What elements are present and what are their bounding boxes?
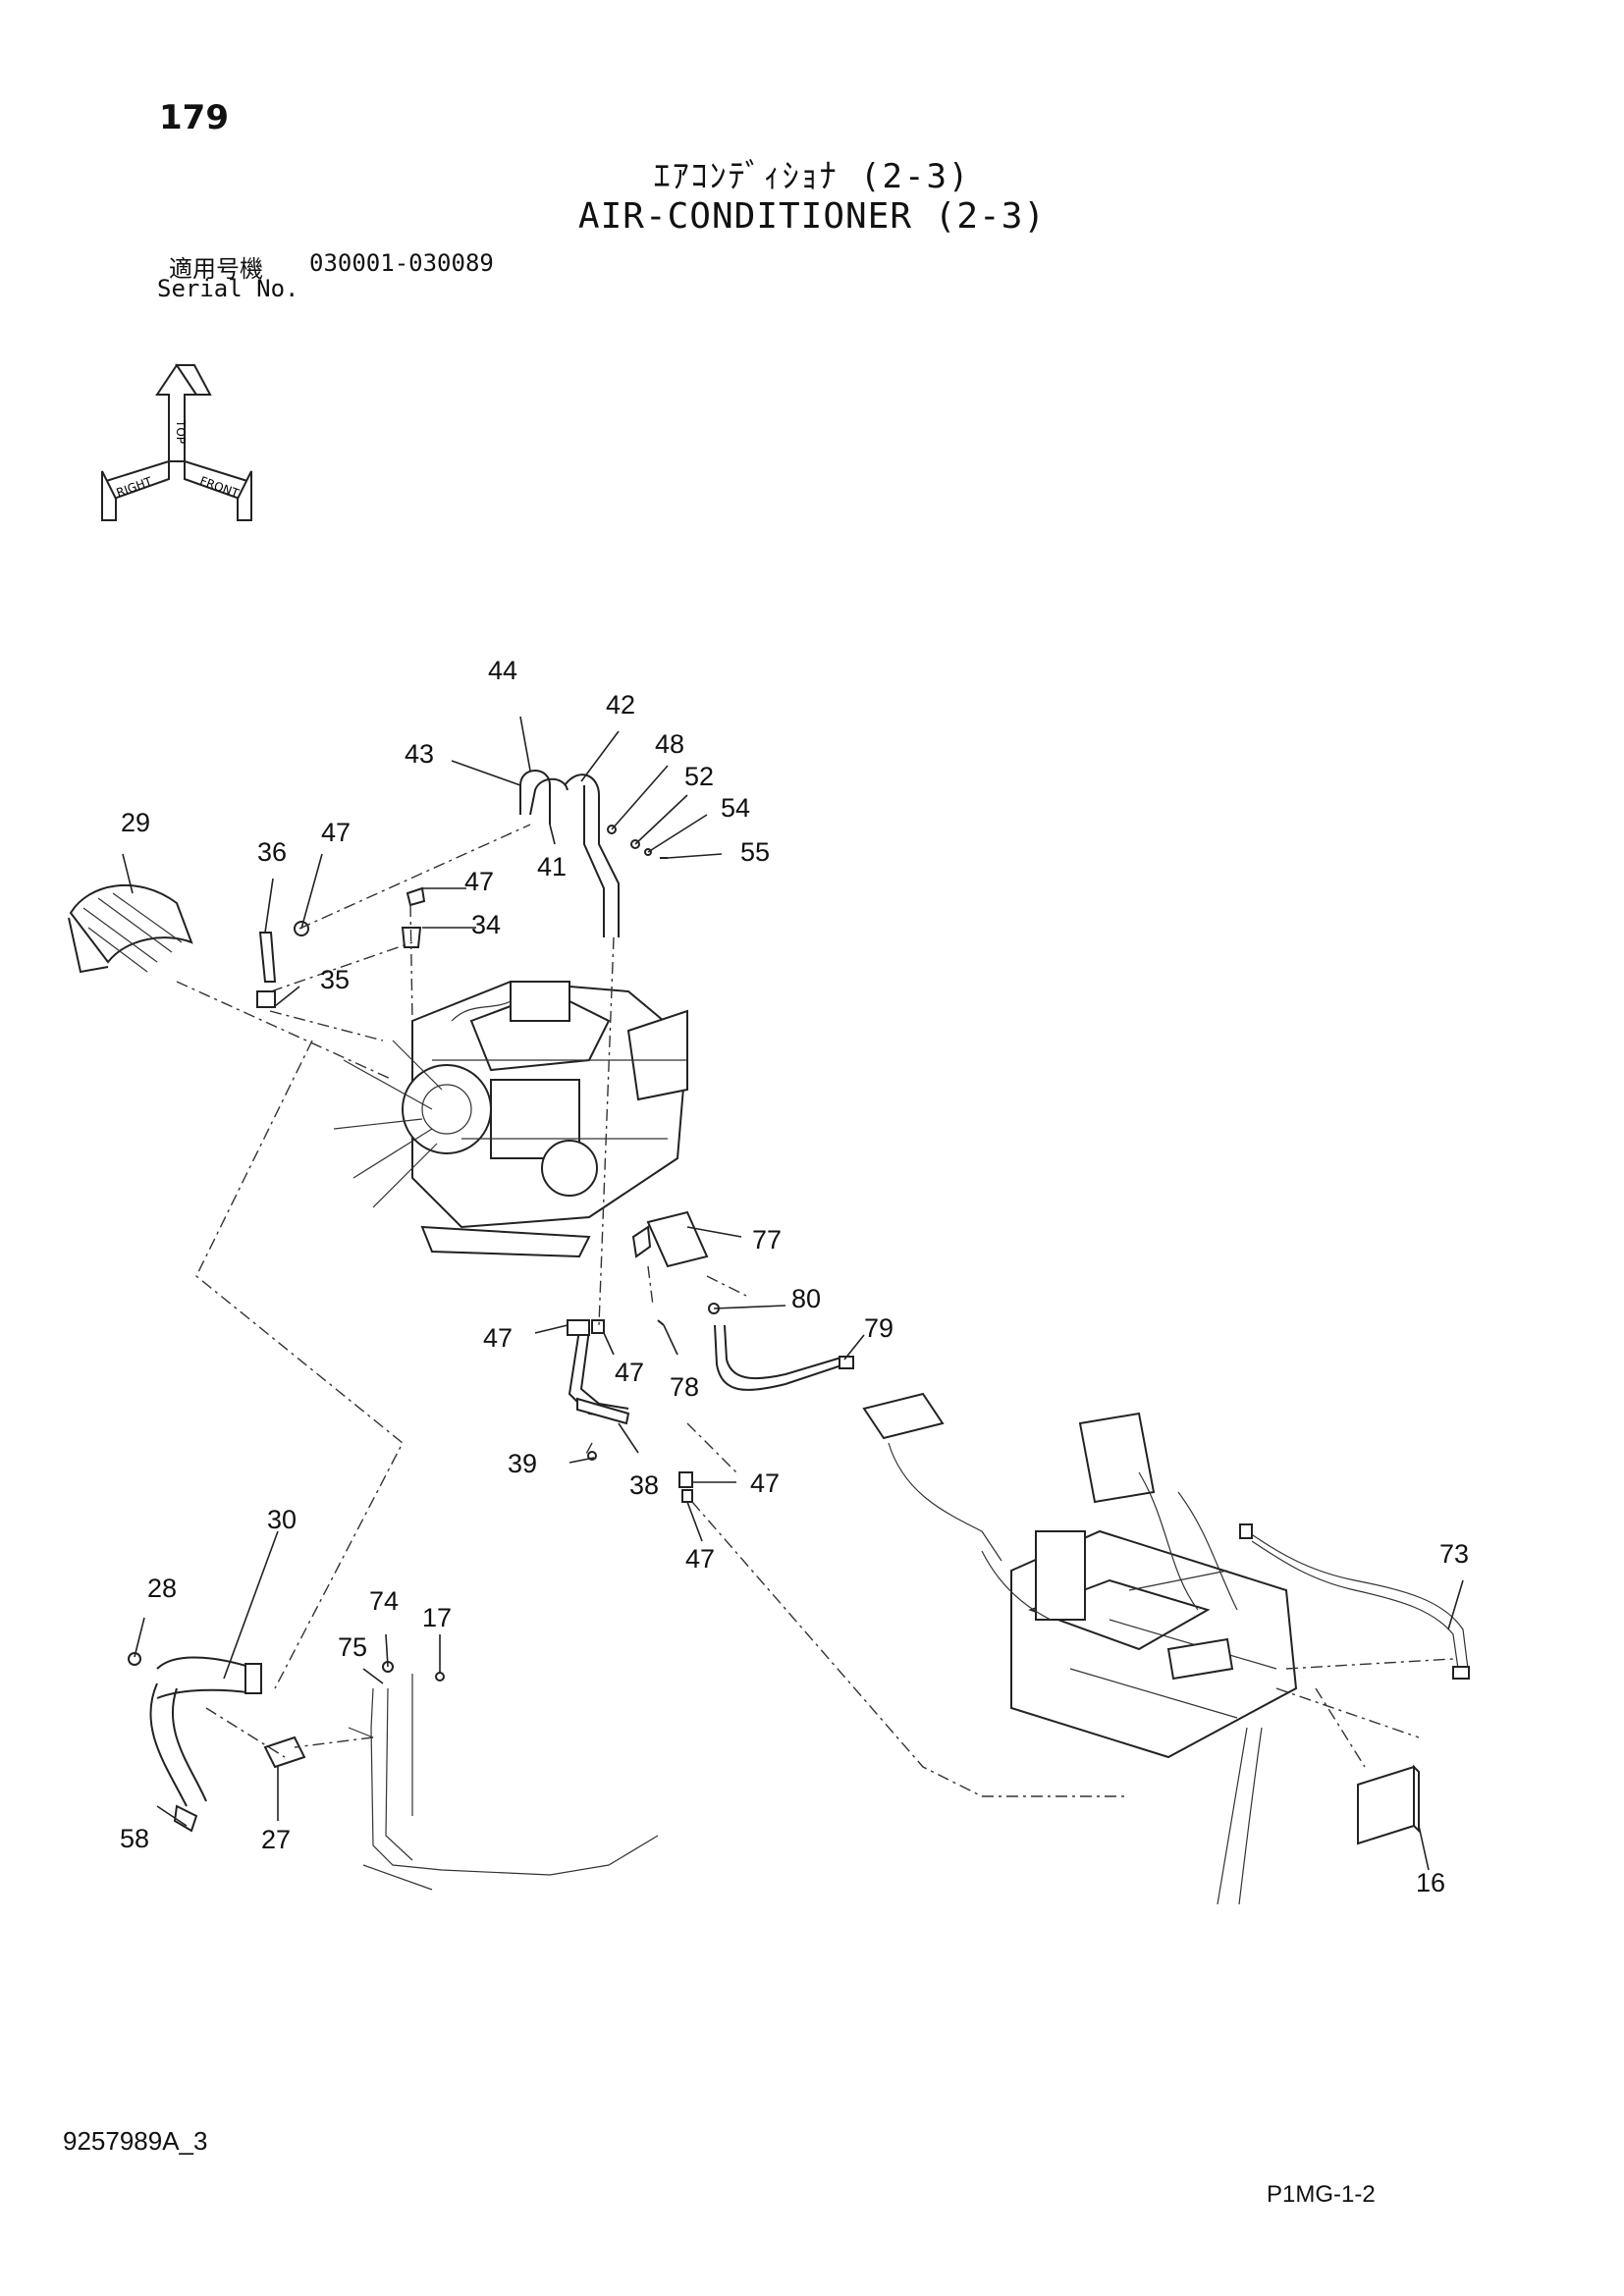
callout-35: 35	[320, 965, 350, 994]
part-engine	[333, 980, 689, 1258]
callout-17: 17	[422, 1603, 452, 1632]
callout-38: 38	[629, 1470, 659, 1500]
callout-34: 34	[471, 910, 501, 939]
callout-47-c: 47	[483, 1323, 513, 1353]
callout-labels: 16 17 27 28 29 30 34 35 36 38 39 41 42 4…	[120, 656, 1469, 1897]
serial-label-japanese: 適用号機	[169, 255, 263, 283]
callout-29: 29	[121, 808, 150, 837]
callout-42: 42	[606, 690, 635, 720]
orientation-icon: TOP RIGHT FRONT	[101, 363, 252, 521]
callout-78: 78	[670, 1372, 699, 1402]
callout-47-f: 47	[685, 1544, 715, 1574]
leader-lines	[122, 716, 1464, 1871]
guide-lines	[176, 824, 1454, 1797]
part-filter-block	[1357, 1764, 1420, 1845]
callout-41: 41	[537, 852, 567, 881]
callout-16: 16	[1416, 1868, 1445, 1897]
callout-39: 39	[508, 1449, 537, 1478]
part-harness	[263, 1661, 659, 1891]
callout-48: 48	[655, 729, 684, 759]
part-small-fittings	[607, 825, 668, 859]
title-japanese: ｴｱｺﾝﾃﾞｨｼｮﾅ (2-3)	[653, 157, 971, 196]
callout-58: 58	[120, 1824, 149, 1853]
callout-75: 75	[338, 1632, 367, 1662]
callout-47-b: 47	[464, 867, 494, 896]
callout-30: 30	[267, 1505, 297, 1534]
callout-28: 28	[147, 1574, 177, 1603]
callout-44: 44	[488, 656, 517, 685]
callout-79: 79	[864, 1313, 893, 1343]
orientation-label-top: TOP	[174, 419, 188, 444]
callout-47-e: 47	[750, 1468, 780, 1498]
callout-80: 80	[791, 1284, 821, 1313]
part-lower-pipes	[567, 1319, 693, 1503]
callout-77: 77	[752, 1225, 782, 1255]
callout-73: 73	[1439, 1539, 1469, 1569]
page-code: P1MG-1-2	[1267, 2181, 1376, 2208]
callout-47-a: 47	[321, 818, 351, 847]
callout-55: 55	[740, 837, 770, 867]
callout-27: 27	[261, 1825, 291, 1854]
part-ac-wire	[1239, 1523, 1470, 1680]
part-duct-and-hose	[631, 1210, 854, 1391]
callout-36: 36	[257, 837, 287, 867]
callout-52: 52	[684, 762, 714, 791]
part-ac-unit-assembly	[862, 1392, 1298, 1905]
callout-74: 74	[369, 1586, 399, 1616]
serial-label-english: Serial No.	[157, 275, 299, 302]
part-heater-hoses	[519, 770, 620, 937]
page-number: 179	[159, 98, 229, 137]
serial-range: 030001-030089	[309, 249, 494, 277]
callout-47-d: 47	[615, 1358, 644, 1387]
part-radiator-hose	[128, 1652, 262, 1833]
title-english: AIR-CONDITIONER (2-3)	[577, 196, 1047, 237]
callout-54: 54	[721, 793, 750, 823]
part-fan-shroud	[68, 883, 193, 974]
callout-43: 43	[405, 739, 434, 769]
document-code: 9257989A_3	[63, 2126, 208, 2156]
